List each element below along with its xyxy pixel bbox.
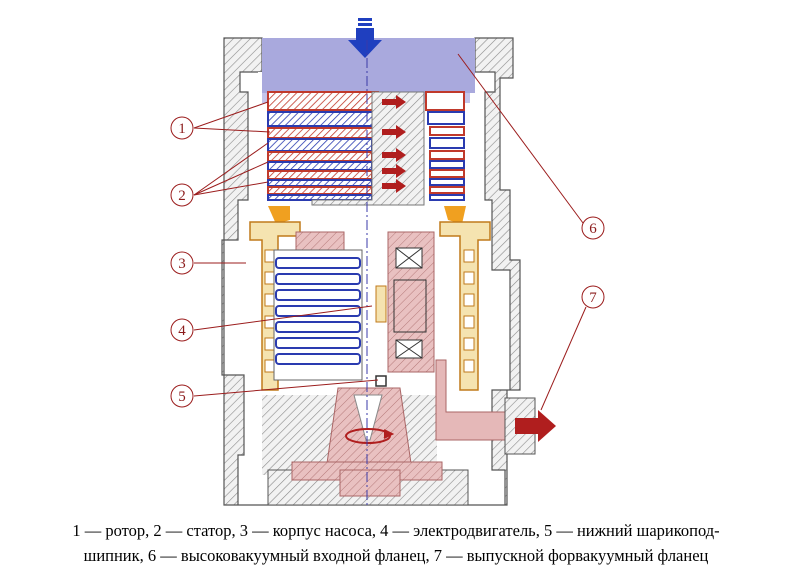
svg-text:6: 6 [589,221,597,237]
callout-5: 5 [170,384,194,408]
caption-line-2: шипник, 6 — высоковакуумный входной флан… [83,546,709,565]
svg-text:3: 3 [178,256,186,272]
turbomolecular-pump-diagram: 1 2 3 4 5 6 7 [170,18,605,506]
callout-lines [193,53,587,411]
callout-3: 3 [170,251,194,275]
callout-7: 7 [581,285,605,309]
callout-6: 6 [581,216,605,240]
callout-1: 1 [170,116,194,140]
svg-text:7: 7 [589,290,597,306]
caption-line-1: 1 — ротор, 2 — статор, 3 — корпус насоса… [72,521,720,540]
inlet-arrow-icon [348,18,382,58]
svg-text:1: 1 [178,121,186,137]
blade-stack [267,91,465,206]
svg-text:5: 5 [178,389,186,405]
callout-4: 4 [170,318,194,342]
figure-caption: 1 — ротор, 2 — статор, 3 — корпус насоса… [0,518,792,568]
svg-text:4: 4 [178,323,186,339]
electric-motor [273,231,435,381]
callout-2: 2 [170,183,194,207]
exhaust-arrow-icon [515,410,556,442]
svg-text:2: 2 [178,188,186,204]
rotation-arrow-icon [345,428,395,444]
